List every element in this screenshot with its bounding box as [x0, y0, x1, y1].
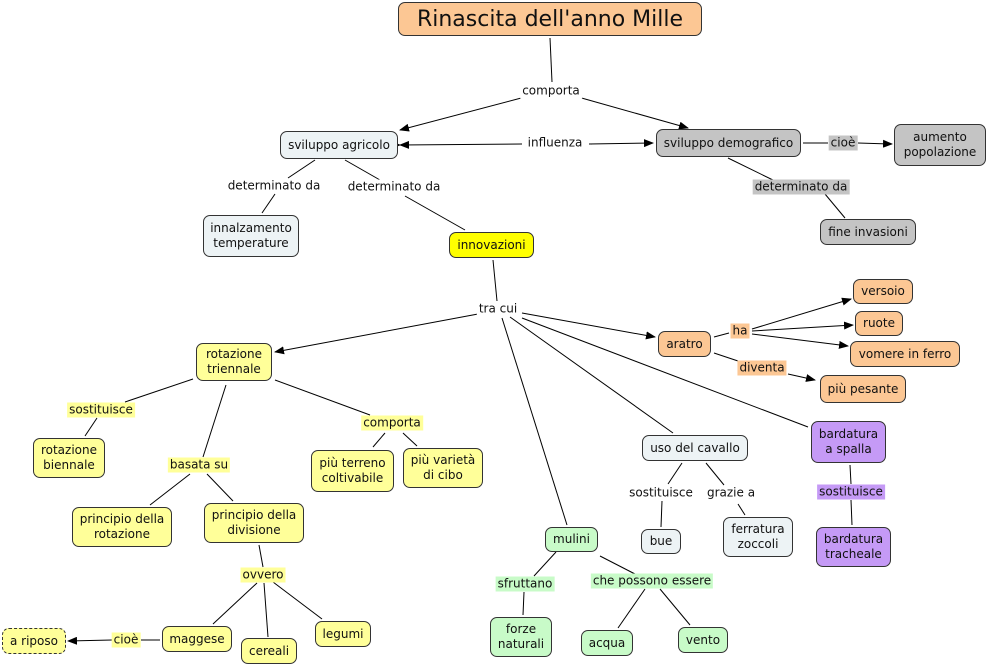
link-label-sostituisce: sostituisce — [817, 484, 885, 500]
node-uso-del-cavallo[interactable]: uso del cavallo — [642, 435, 748, 461]
link-label-che-possono-essere: che possono essere — [590, 573, 714, 589]
node-piu-varieta[interactable]: più varietà di cibo — [403, 448, 483, 488]
link-label-comporta: comporta — [361, 415, 423, 431]
node-aumento-popolazione[interactable]: aumento popolazione — [894, 124, 986, 166]
node-legumi[interactable]: legumi — [315, 621, 371, 647]
link-label-cioe: cioè — [111, 632, 141, 648]
link-label-tra-cui: tra cui — [476, 301, 520, 317]
link-label-sfruttano: sfruttano — [495, 576, 555, 592]
link-label-ovvero: ovvero — [240, 567, 286, 583]
node-sviluppo-agricolo[interactable]: sviluppo agricolo — [280, 131, 398, 159]
node-piu-terreno[interactable]: più terreno coltivabile — [311, 450, 394, 492]
link-label-ha: ha — [730, 323, 750, 339]
node-acqua[interactable]: acqua — [581, 630, 633, 656]
node-forze-naturali[interactable]: forze naturali — [490, 617, 552, 657]
node-innovazioni[interactable]: innovazioni — [449, 232, 534, 258]
node-fine-invasioni[interactable]: fine invasioni — [820, 219, 916, 245]
node-sviluppo-demografico[interactable]: sviluppo demografico — [656, 129, 801, 157]
link-label-determinato-da: determinato da — [345, 179, 443, 195]
link-label-sostituisce: sostituisce — [627, 485, 695, 501]
node-innalzamento-temperature[interactable]: innalzamento temperature — [203, 215, 299, 257]
link-label-cioe: cioè — [828, 135, 858, 151]
node-a-riposo[interactable]: a riposo — [2, 628, 66, 654]
node-principio-rotazione[interactable]: principio della rotazione — [72, 507, 172, 547]
node-maggese[interactable]: maggese — [162, 626, 232, 652]
node-mulini[interactable]: mulini — [545, 527, 598, 552]
node-cereali[interactable]: cereali — [241, 638, 297, 664]
main-topic-node[interactable]: Rinascita dell'anno Mille — [398, 2, 702, 36]
node-versoio[interactable]: versoio — [853, 279, 913, 304]
link-label-determinato-da: determinato da — [752, 179, 850, 195]
node-ferratura-zoccoli[interactable]: ferratura zoccoli — [723, 517, 793, 557]
link-label-determinato-da: determinato da — [225, 178, 323, 194]
link-label-influenza: influenza — [525, 135, 585, 151]
link-label-basata-su: basata su — [167, 457, 231, 473]
link-label-sostituisce: sostituisce — [67, 402, 135, 418]
link-label-grazie-a: grazie a — [704, 485, 758, 501]
node-bardatura-tracheale[interactable]: bardatura tracheale — [816, 527, 891, 567]
node-rotazione-triennale[interactable]: rotazione triennale — [196, 343, 272, 381]
node-principio-divisione[interactable]: principio della divisione — [204, 503, 304, 543]
node-bardatura-spalla[interactable]: bardatura a spalla — [811, 421, 886, 463]
node-piu-pesante[interactable]: più pesante — [820, 375, 906, 403]
node-vento[interactable]: vento — [678, 627, 728, 653]
node-bue[interactable]: bue — [641, 529, 681, 554]
link-label-diventa: diventa — [737, 360, 787, 376]
node-rotazione-biennale[interactable]: rotazione biennale — [33, 438, 105, 478]
node-aratro[interactable]: aratro — [658, 331, 711, 357]
node-ruote[interactable]: ruote — [855, 311, 903, 336]
link-label-comporta: comporta — [520, 83, 582, 99]
node-vomere-in-ferro[interactable]: vomere in ferro — [850, 341, 960, 367]
